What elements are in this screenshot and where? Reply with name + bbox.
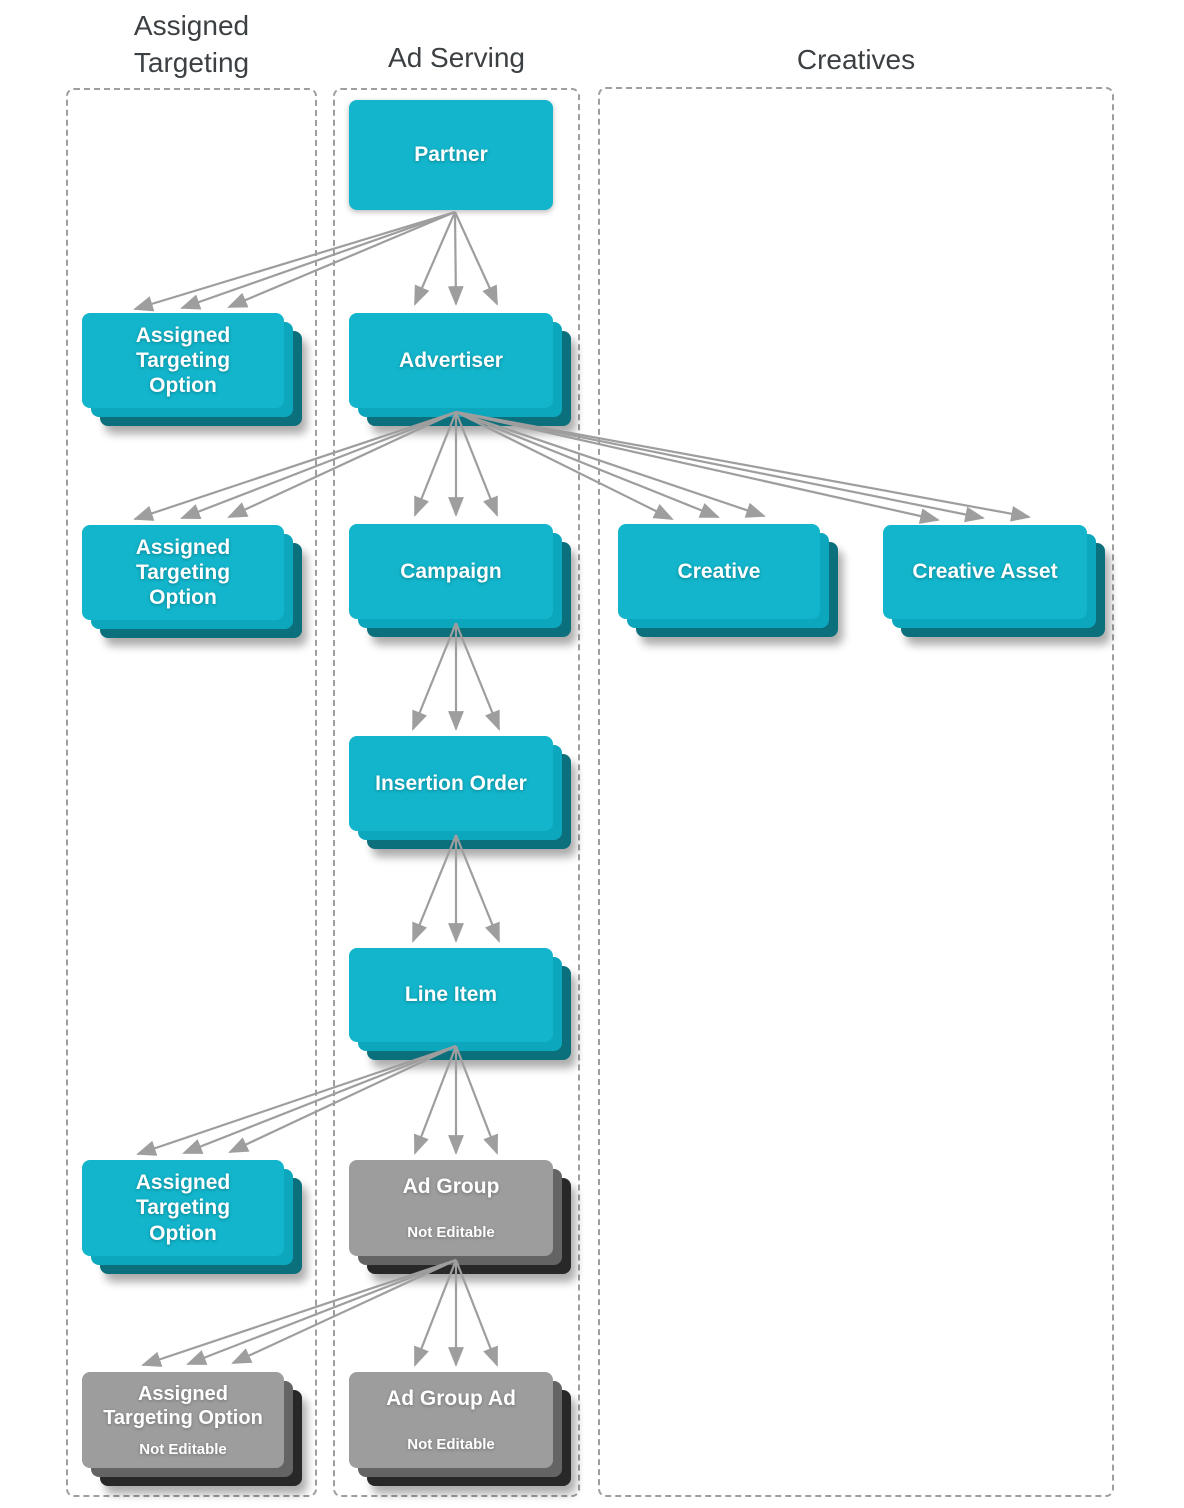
node-assigned-targeting-option-4-not-editable-badge: Not Editable: [139, 1440, 227, 1458]
node-line-item: Line Item: [349, 948, 553, 1042]
node-creative: Creative: [618, 524, 820, 619]
node-assigned-targeting-option-3-label: Assigned Targeting Option: [135, 1171, 231, 1245]
node-ad-group: Ad Group Not Editable: [349, 1160, 553, 1256]
column-title-ad-serving: Ad Serving: [388, 42, 525, 73]
node-ad-group-ad-not-editable-badge: Not Editable: [407, 1435, 495, 1453]
node-campaign: Campaign: [349, 524, 553, 619]
column-title-creatives: Creatives: [796, 44, 916, 75]
node-ad-group-not-editable-badge: Not Editable: [407, 1223, 495, 1241]
node-creative-label: Creative: [677, 559, 761, 583]
node-insertion-order: Insertion Order: [349, 736, 553, 831]
node-assigned-targeting-option-1: Assigned Targeting Option: [82, 313, 284, 408]
node-creative-asset-label: Creative Asset: [912, 560, 1058, 584]
column-ad-serving: [333, 88, 580, 1497]
node-line-item-label: Line Item: [404, 983, 498, 1007]
node-insertion-order-label: Insertion Order: [375, 771, 527, 795]
node-assigned-targeting-option-4-label: Assigned Targeting Option: [103, 1382, 263, 1429]
node-partner: Partner: [349, 100, 553, 210]
node-partner-label: Partner: [414, 143, 488, 167]
node-assigned-targeting-option-2: Assigned Targeting Option: [82, 525, 284, 620]
node-assigned-targeting-option-1-label: Assigned Targeting Option: [135, 323, 231, 398]
node-ad-group-ad: Ad Group Ad Not Editable: [349, 1372, 553, 1468]
node-ad-group-ad-label: Ad Group Ad: [386, 1387, 516, 1411]
node-creative-asset: Creative Asset: [883, 525, 1087, 619]
node-advertiser-label: Advertiser: [399, 348, 503, 372]
column-assigned-targeting: [66, 88, 317, 1497]
node-assigned-targeting-option-4: Assigned Targeting Option Not Editable: [82, 1372, 284, 1468]
node-campaign-label: Campaign: [400, 559, 502, 583]
node-assigned-targeting-option-3: Assigned Targeting Option: [82, 1160, 284, 1256]
node-advertiser: Advertiser: [349, 313, 553, 408]
node-assigned-targeting-option-2-label: Assigned Targeting Option: [135, 535, 231, 610]
column-title-assigned-targeting: Assigned Targeting: [133, 10, 250, 78]
column-creatives: [598, 87, 1114, 1497]
node-ad-group-label: Ad Group: [402, 1175, 500, 1199]
